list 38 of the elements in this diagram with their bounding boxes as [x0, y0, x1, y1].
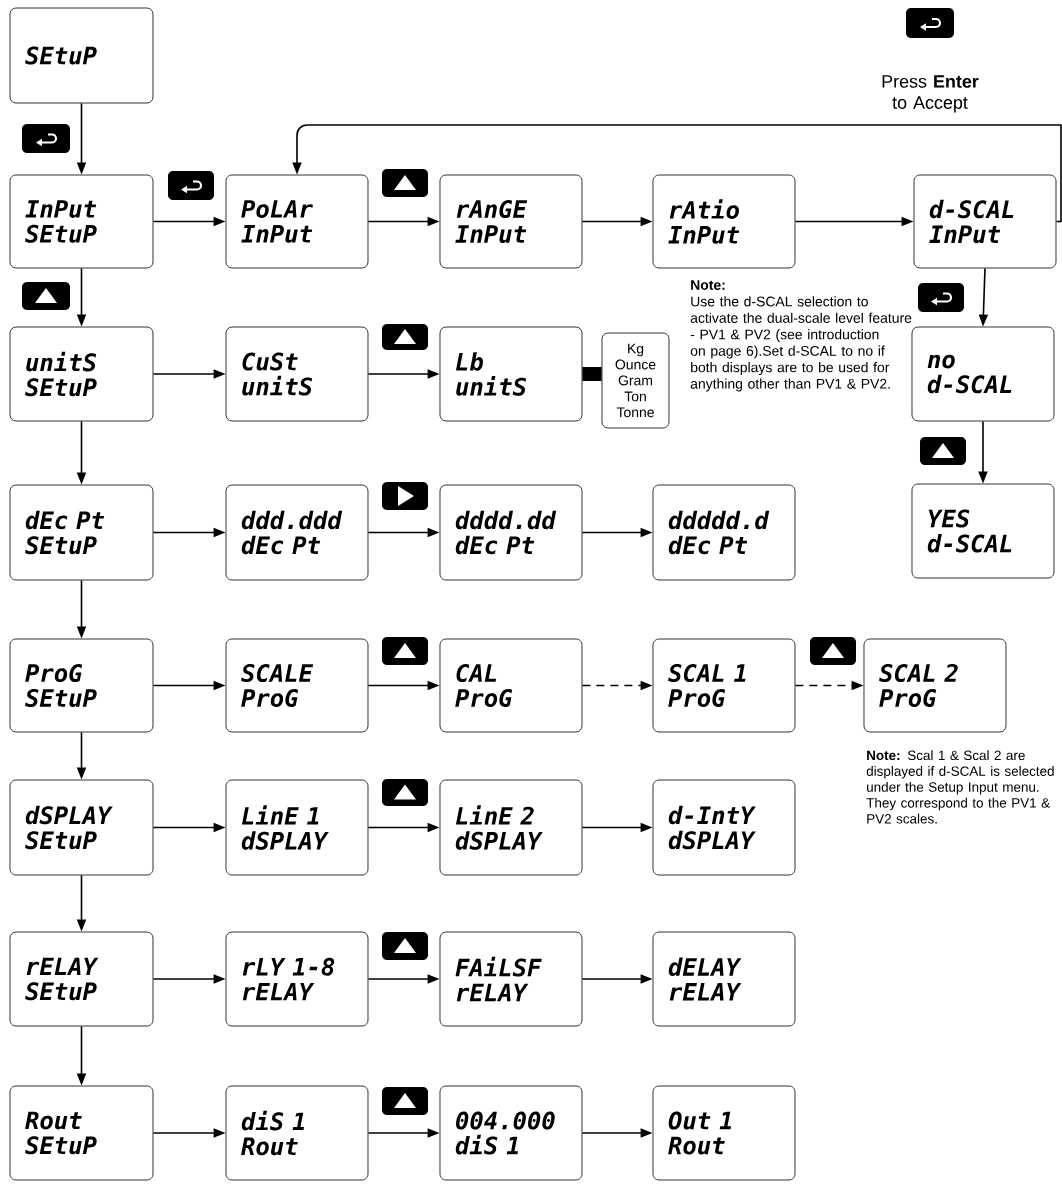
display-box: diS 1 Rout [225, 1085, 369, 1181]
display-box: SCALE ProG [225, 638, 369, 733]
unit-list-box: Kg Ounce Gram Ton Tonne [601, 332, 670, 429]
display-box: ddd.ddd dEc Pt [225, 484, 369, 581]
display-box: LinE 1 dSPLAY [225, 779, 369, 876]
display-box: 004.000 diS 1 [439, 1085, 583, 1181]
display-box: SEtuP [9, 7, 154, 104]
display-box: dSPLAY SEtuP [9, 779, 154, 876]
display-box: dELAY rELAY [652, 931, 796, 1027]
instruction-text: Press Enter to Accept [882, 75, 979, 113]
display-box: dEc Pt SEtuP [9, 484, 154, 581]
display-box: PoLAr InPut [225, 174, 369, 269]
display-box: SCAL 1 ProG [652, 638, 796, 733]
arrow [292, 124, 1062, 223]
display-box: FAiLSF rELAY [439, 931, 583, 1027]
display-box: no d-SCAL [911, 326, 1055, 422]
display-box: ProG SEtuP [9, 638, 154, 733]
display-box: d-SCAL InPut [913, 174, 1057, 269]
note-text: Note: Scal 1 & Scal 2 are displayed if d-SCAL is selected under the Setup Input menu. They correspond to the PV1 & PV2 scales. [866, 750, 1054, 824]
display-box: InPut SEtuP [9, 174, 154, 269]
display-box: rAnGE InPut [439, 174, 583, 269]
display-box: CuSt unitS [225, 326, 369, 422]
display-box: rAtio InPut [652, 174, 796, 269]
display-box: LinE 2 dSPLAY [439, 779, 583, 876]
display-box: rELAY SEtuP [9, 931, 154, 1027]
display-box: SCAL 2 ProG [863, 638, 1007, 733]
display-box: CAL ProG [439, 638, 583, 733]
display-box: unitS SEtuP [9, 326, 154, 422]
display-box: Rout SEtuP [9, 1085, 154, 1181]
display-box: ddddd.d dEc Pt [652, 484, 796, 581]
connector-bar [582, 367, 602, 381]
display-box: YES d-SCAL [911, 483, 1055, 579]
display-box: Lb unitS [439, 326, 583, 422]
display-box: rLY 1-8 rELAY [225, 931, 369, 1027]
note-text: Use the d-SCAL selection to activate the dual-scale level feature - PV1 & PV2 (see introduction on page 6).Set d-SCAL to no if both displays are to be used for anything other than PV1 & PV2. [690, 296, 912, 392]
display-box: d-IntY dSPLAY [652, 779, 796, 876]
display-box: dddd.dd dEc Pt [439, 484, 583, 581]
display-box: Out 1 Rout [652, 1085, 796, 1181]
